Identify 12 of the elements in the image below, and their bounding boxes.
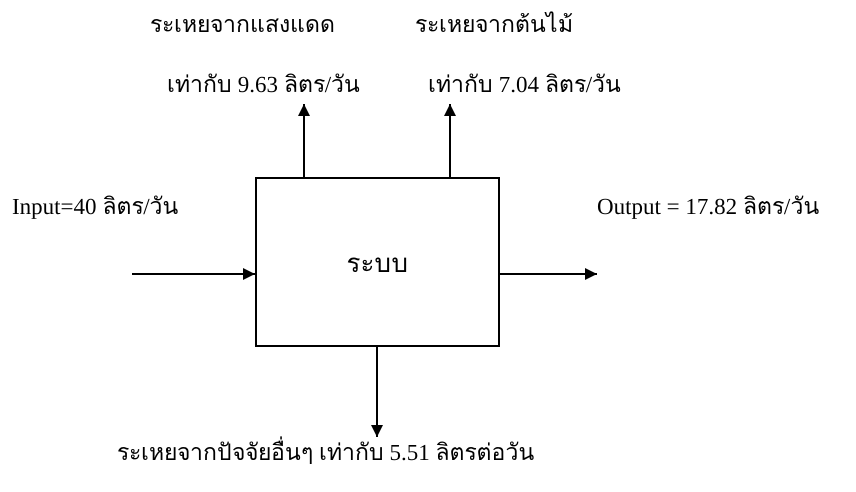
heading-text: ระเหยจากแสงแดด bbox=[150, 12, 335, 38]
arrow bbox=[132, 268, 255, 280]
value-text: เท่ากับ 9.63 ลิตร/วัน bbox=[167, 72, 360, 98]
system-box: ระบบ bbox=[255, 177, 500, 347]
value-text: เท่ากับ 7.04 ลิตร/วัน bbox=[428, 72, 622, 98]
arrow bbox=[298, 104, 310, 177]
arrow bbox=[371, 347, 383, 437]
heading-text: ระเหยจากต้นไม้ bbox=[415, 12, 573, 38]
arrow bbox=[500, 268, 597, 280]
flow-label: Input=40 ลิตร/วัน bbox=[12, 194, 179, 220]
arrow bbox=[444, 104, 456, 177]
flow-label: Output = 17.82 ลิตร/วัน bbox=[597, 194, 820, 220]
